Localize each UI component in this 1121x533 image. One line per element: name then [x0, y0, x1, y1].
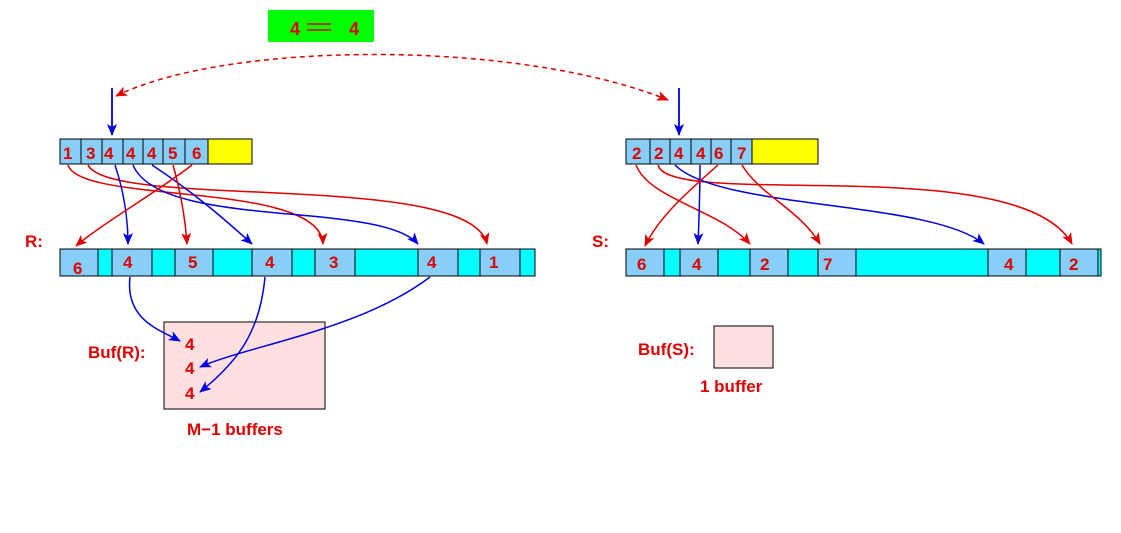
buf-r-value: 4 — [185, 359, 195, 378]
right-block-row: 6 4 2 7 4 2 — [625, 248, 1102, 277]
right-sorted-value: 4 — [696, 144, 706, 163]
right-distribution-arrows — [635, 164, 1073, 247]
left-block-value: 4 — [427, 253, 437, 272]
left-block-value: 6 — [73, 259, 82, 278]
right-sorted-value: 6 — [714, 144, 723, 163]
buf-s-caption: 1 buffer — [700, 377, 763, 396]
right-sorted-run: 2 2 4 4 6 7 — [625, 138, 819, 165]
equality-box: 4 4 — [268, 10, 374, 42]
left-sorted-run: 1 3 4 4 4 5 6 — [59, 138, 253, 165]
left-sorted-value: 1 — [63, 144, 72, 163]
equality-right: 4 — [349, 19, 359, 39]
buf-s-label: Buf(S): — [638, 340, 695, 359]
left-block-value: 3 — [329, 253, 338, 272]
buf-r-caption: M−1 buffers — [187, 420, 283, 439]
left-sorted-value: 4 — [147, 144, 157, 163]
right-block-value: 4 — [1004, 255, 1014, 274]
right-sorted-value: 2 — [654, 144, 663, 163]
left-sorted-value: 4 — [126, 144, 136, 163]
relation-label-r: R: — [25, 232, 43, 251]
left-block-value: 4 — [123, 253, 133, 272]
buf-r-value: 4 — [185, 384, 195, 403]
left-sorted-value: 3 — [86, 144, 95, 163]
buf-r-label: Buf(R): — [88, 343, 146, 362]
relation-label-s: S: — [592, 232, 609, 251]
right-block-value: 7 — [823, 255, 832, 274]
right-sorted-value: 7 — [737, 144, 746, 163]
left-distribution-arrows — [67, 164, 490, 247]
right-block-value: 2 — [1069, 255, 1078, 274]
right-block-value: 2 — [760, 255, 769, 274]
left-block-value: 1 — [489, 253, 498, 272]
left-block-value: 5 — [188, 253, 197, 272]
left-sorted-value: 5 — [168, 144, 177, 163]
buf-s: Buf(S): 1 buffer — [638, 325, 774, 396]
left-sorted-value: 4 — [104, 144, 114, 163]
equality-left: 4 — [290, 19, 300, 39]
right-block-value: 6 — [637, 255, 646, 274]
right-sorted-value: 4 — [674, 144, 684, 163]
right-block-value: 4 — [692, 255, 702, 274]
comparison-arc — [115, 53, 669, 101]
left-block-row: 6 4 5 4 3 4 1 — [59, 248, 536, 278]
buf-r-value: 4 — [185, 335, 195, 354]
left-block-value: 4 — [265, 253, 275, 272]
buf-r-arrows — [128, 276, 431, 393]
right-sorted-value: 2 — [632, 144, 641, 163]
left-sorted-value: 6 — [192, 144, 201, 163]
